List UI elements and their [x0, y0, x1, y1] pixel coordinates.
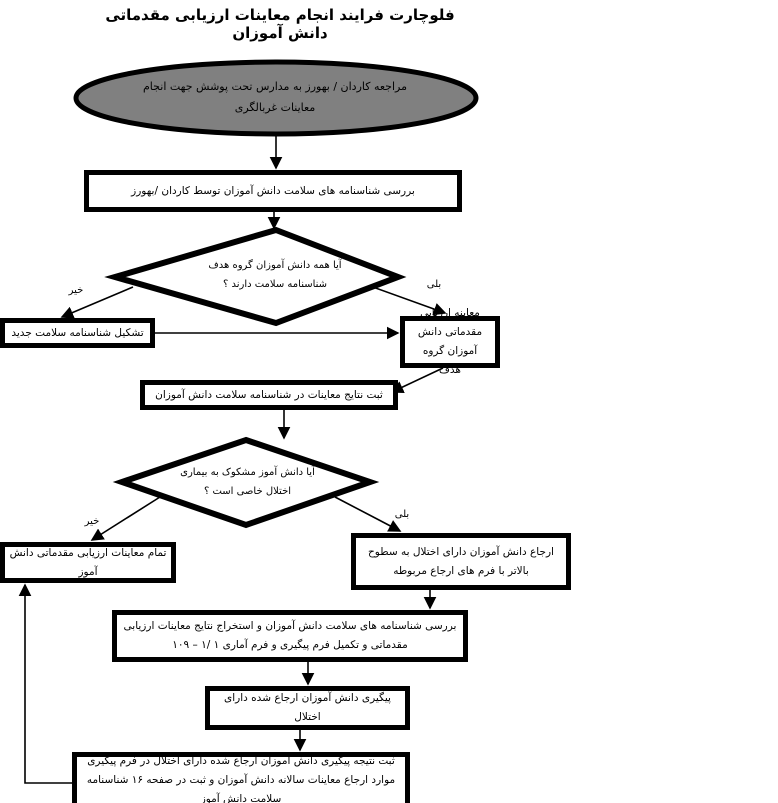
start-ellipse: [73, 59, 479, 137]
step-finish: تمام معاینات ارزیابی مقدماتی دانش آموز: [0, 542, 176, 583]
decision2-yes-label: بلی: [394, 509, 410, 520]
step-followup: پیگیری دانش آموزان ارجاع شده دارای اختلا…: [205, 686, 410, 730]
arrow: [90, 496, 161, 541]
decision2-text: آیا دانش آموز مشکوک به بیماری اختلال خاص…: [180, 467, 315, 497]
decision1-no-label: خیر: [68, 285, 84, 296]
arrow: [390, 367, 444, 394]
arrow: [334, 496, 402, 532]
decision2-diamond: [112, 436, 380, 529]
step-record-results: ثبت نتایج معاینات در شناسنامه سلامت دانش…: [140, 380, 398, 410]
start-text: مراجعه کاردان / بهورز به مدارس تحت پوشش …: [143, 80, 407, 114]
arrow: [369, 285, 447, 316]
step-referral: ارجاع دانش آموزان دارای اختلال به سطوح ب…: [351, 533, 571, 590]
flowchart-title: فلوچارت فرایند انجام معاینات ارزیابی مقد…: [105, 6, 455, 42]
feedback-arrow: [18, 583, 72, 784]
step-record-followup: ثبت نتیجه پیگیری دانش آموزان ارجاع شده د…: [72, 752, 410, 803]
decision2-no-label: خیر: [84, 516, 100, 527]
decision1-text: آیا همه دانش آموزان گروه هدف شناسنامه سل…: [208, 260, 342, 290]
step-review-extract: بررسی شناسنامه های سلامت دانش آموزان و ا…: [112, 610, 468, 662]
arrow: [60, 286, 134, 319]
step-exam: معاینه ارزیابی مقدماتی دانش آموزان گروه …: [400, 307, 500, 376]
decision1-diamond: [104, 226, 407, 327]
decision1-yes-label: بلی: [426, 279, 442, 290]
step-review-records: بررسی شناسنامه های سلامت دانش آموزان توس…: [84, 170, 462, 212]
step-new-record: تشکیل شناسنامه سلامت جدید: [0, 318, 155, 348]
